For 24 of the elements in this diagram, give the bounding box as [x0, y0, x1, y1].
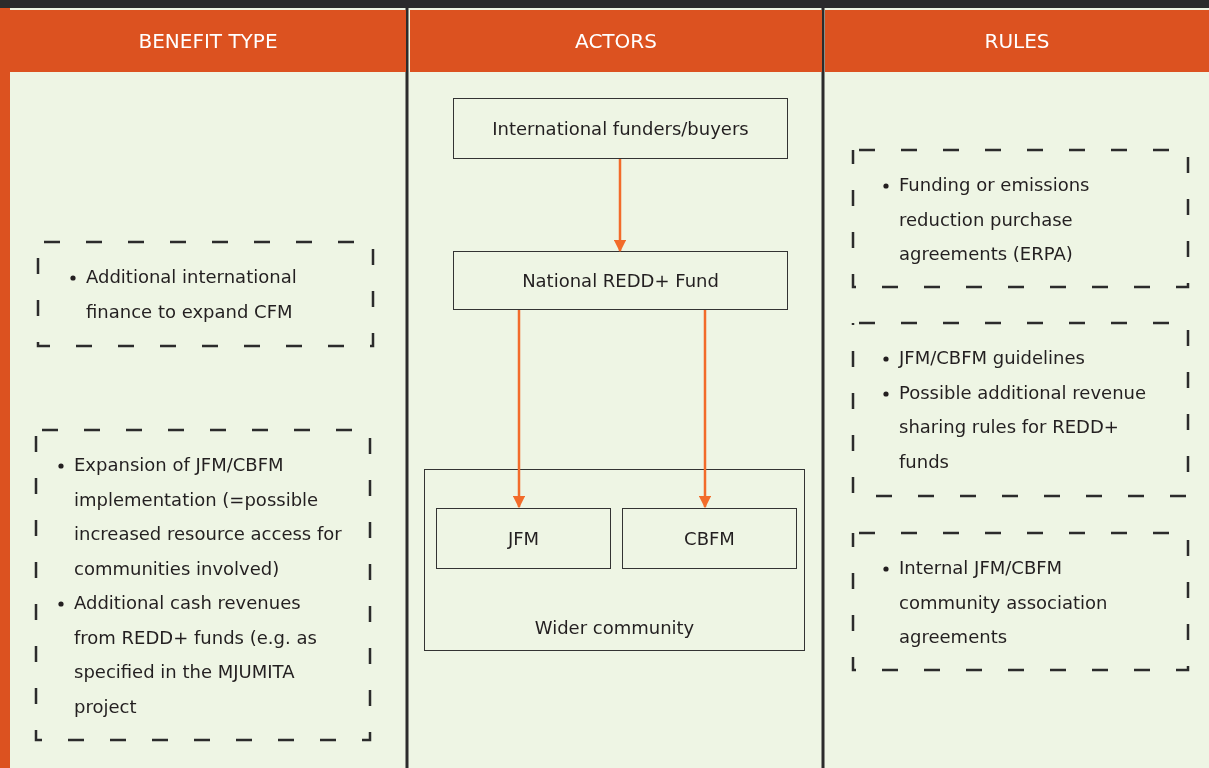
bullet-text: Expansion of JFM/CBFM implementation (=possible increased resource access for communities involved): [74, 454, 342, 579]
bullet-text: Internal JFM/CBFM community association agreements: [899, 557, 1108, 647]
bullet-text: JFM/CBFM guidelines: [899, 347, 1085, 368]
column-header: RULES: [825, 10, 1209, 72]
actor-box: JFM: [436, 508, 611, 569]
dashed-box: [853, 150, 1188, 287]
arrow: [512, 310, 526, 509]
dashed-box: [36, 430, 370, 740]
bullet-text: Possible additional revenue sharing rules for REDD+ funds: [899, 381, 1147, 472]
arrow: [613, 159, 627, 253]
actor-box: National REDD+ Fund: [453, 251, 788, 310]
dashed-box: [853, 323, 1188, 496]
column-header: BENEFIT TYPE: [10, 10, 406, 72]
column-header: ACTORS: [410, 10, 822, 72]
group-label: Wider community: [533, 617, 696, 638]
dashed-box: [853, 533, 1188, 670]
arrow: [698, 310, 712, 509]
bullet-text: Additional cash revenues from REDD+ funds (e.g. as specified in the MJUMITA project: [74, 592, 317, 717]
bullet-text: Funding or emissions reduction purchase agreements (ERPA): [899, 174, 1090, 264]
bullet-text: Additional international finance to expand CFM: [86, 266, 297, 322]
actor-box: CBFM: [622, 508, 797, 569]
actor-box: International funders/buyers: [453, 98, 788, 159]
dashed-box: [38, 242, 373, 346]
community-box: [424, 469, 805, 651]
